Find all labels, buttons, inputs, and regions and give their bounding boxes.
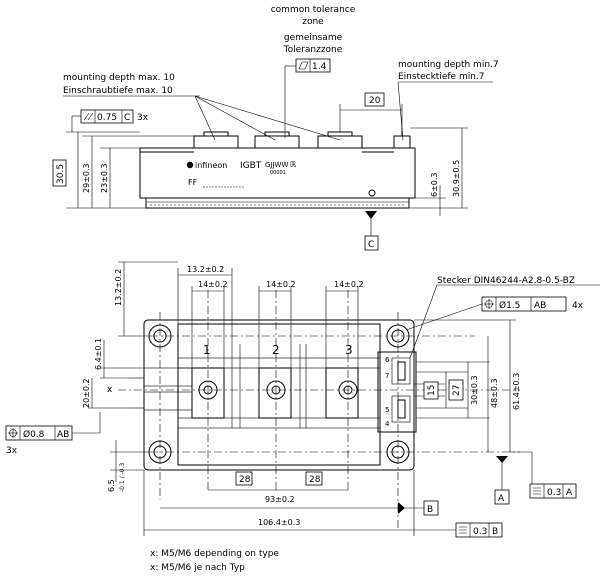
note-common-tolerance-en: common tolerance (271, 5, 356, 15)
dim-6: 6±0.3 (430, 172, 439, 197)
sym-a-value: 0.3 (547, 488, 561, 498)
bottom-dims: 28 28 93±0.2 106.4±0.3 6.5 -0.1 / -0.3 (107, 440, 415, 536)
footnote-en: x: M5/M6 depending on type (150, 549, 279, 559)
side-right-dims: 6±0.3 30.9±0.5 (409, 127, 468, 216)
dim-14-b: 14±0.2 (266, 280, 296, 289)
right-dims: 15 27 30±0.3 48±0.3 61.4±0.3 (414, 319, 521, 452)
side-marking: GJJWW (265, 161, 288, 169)
dim-6-4: 6.4±0.1 (94, 338, 103, 370)
symmetry-frame-a: 0.3 A (510, 451, 577, 499)
pos-small-value: Ø0.8 (23, 429, 45, 440)
dim-106-4: 106.4±0.3 (258, 518, 300, 527)
parallel-value: 0.75 (97, 113, 117, 123)
note-stecker: Stecker DIN46244-A2.8-0.5-BZ (437, 276, 575, 286)
sym-b-ref: B (492, 527, 498, 537)
dim-29: 29±0.3 (82, 163, 91, 193)
dim-15: 15 (427, 385, 437, 396)
note-mounting-depth-min-en: mounting depth min.7 (398, 60, 499, 70)
dim-27: 27 (452, 385, 462, 396)
position-frame-big: Stecker DIN46244-A2.8-0.5-BZ Ø1.5 AB 4x (405, 276, 600, 359)
dim-61-4: 61.4±0.3 (512, 373, 521, 410)
svg-text:C: C (368, 240, 374, 250)
flatness-value: 1.4 (312, 62, 327, 72)
note-common-tolerance-zone: zone (302, 17, 324, 27)
parallel-count: 3x (137, 113, 149, 123)
aux-5: 5 (385, 406, 389, 414)
note-mounting-depth-max-de: Einschraubtiefe max. 10 (63, 86, 173, 96)
svg-text:B: B (427, 505, 433, 515)
symmetry-icon (533, 487, 541, 495)
pos-big-ref: AB (534, 301, 546, 311)
centerlines (118, 290, 520, 530)
aux-6: 6 (385, 356, 390, 364)
side-view: infineon IGBT GJJWW 00001 ℝ FF (139, 128, 416, 209)
svg-text:A: A (498, 494, 505, 504)
svg-text:20: 20 (369, 96, 381, 106)
dim-28-b: 28 (309, 475, 321, 485)
parallelism-icon (83, 112, 94, 121)
datum-a: A (494, 456, 510, 505)
x-label: x (107, 385, 113, 395)
dim-14-a: 14±0.2 (198, 280, 228, 289)
side-left-dims: 30.5 29±0.3 23±0.3 (52, 131, 194, 209)
infineon-logo-icon (186, 161, 194, 169)
dim-6-5-tol: -0.1 / -0.3 (119, 463, 126, 492)
sym-b-value: 0.3 (473, 527, 487, 537)
top-view: 1 2 3 6 7 5 4 (128, 319, 417, 471)
dim-14-c: 14±0.2 (334, 280, 364, 289)
dim-48: 48±0.3 (490, 378, 499, 408)
footnote-de: x: M5/M6 je nach Typ (150, 563, 245, 573)
dim-23: 23±0.3 (100, 163, 109, 193)
symmetry-frame-b: 0.3 B (414, 522, 503, 538)
terminal-1: 1 (203, 343, 211, 357)
pos-small-ref: AB (57, 430, 69, 440)
pos-small-count: 3x (6, 446, 18, 456)
dim-30-5: 30.5 (56, 164, 66, 184)
flatness-icon (298, 61, 309, 70)
flatness-frame: 1.4 (295, 58, 331, 73)
aux-4: 4 (385, 420, 390, 428)
note-toleranzzone: Toleranzzone (283, 45, 343, 55)
note-mounting-depth-min-de: Einstecktiefe min.7 (398, 72, 485, 82)
parallel-ref: C (124, 113, 130, 123)
side-type: IGBT (240, 161, 262, 171)
ul-icon: ℝ (290, 160, 296, 169)
pos-big-value: Ø1.5 (499, 300, 520, 311)
sym-a-ref: A (566, 488, 573, 498)
top-dims: 13.2±0.2 14±0.2 14±0.2 14±0.2 13.2±0.2 6… (82, 261, 364, 409)
dim-13-2-left: 13.2±0.2 (114, 269, 123, 306)
pos-big-count: 4x (572, 301, 584, 311)
aux-7: 7 (385, 372, 389, 380)
dim-20-top: 20±0.2 (82, 378, 91, 408)
symmetry-icon-2 (459, 526, 467, 534)
datum-c: C (364, 211, 379, 251)
side-brand: infineon (195, 161, 227, 170)
dim-30-9: 30.9±0.5 (452, 160, 461, 197)
dim-93: 93±0.2 (265, 495, 295, 504)
dim-20-side: 20 (339, 92, 403, 132)
dim-13-2-top: 13.2±0.2 (187, 265, 224, 274)
datum-b: B (398, 500, 439, 516)
note-gemeinsame: gemeinsame (284, 33, 343, 43)
position-frame-small: Ø0.8 AB 3x (5, 412, 101, 456)
terminal-3: 3 (345, 343, 353, 357)
note-mounting-depth-max-en: mounting depth max. 10 (63, 73, 175, 83)
side-ff: FF (188, 178, 198, 187)
dim-30: 30±0.3 (470, 375, 479, 405)
dim-6-5: 6.5 (107, 479, 116, 492)
parallelism-frame: 0.75 C 3x (80, 109, 149, 124)
side-marking-2: 00001 (270, 170, 286, 176)
dim-28-a: 28 (239, 475, 251, 485)
